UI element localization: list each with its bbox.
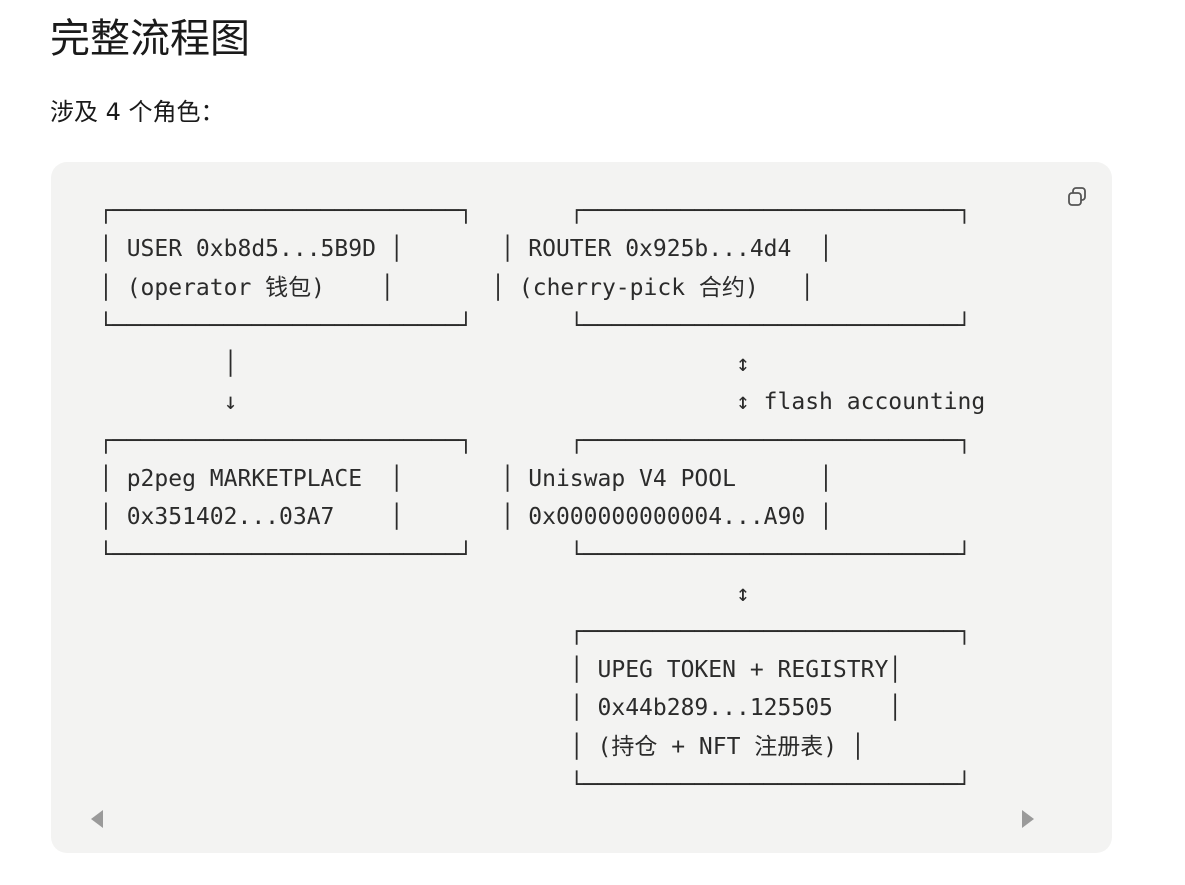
triangle-right-icon: [1022, 810, 1034, 828]
code-scroll-area[interactable]: ┌─────────────────────────┐ ┌───────────…: [51, 162, 1112, 802]
code-line: ↕: [99, 580, 750, 607]
intro-text: 涉及 4 个角色：: [50, 98, 225, 126]
code-line: │ (持仓 + NFT 注册表) │: [99, 733, 865, 760]
scroll-right-button[interactable]: [1016, 807, 1040, 831]
code-line: ┌─────────────────────────┐ ┌───────────…: [99, 198, 972, 224]
code-line: │ ↕: [99, 351, 750, 377]
code-line: ┌───────────────────────────┐: [99, 618, 972, 645]
scroll-left-button[interactable]: [85, 807, 109, 831]
page-title: 完整流程图: [50, 16, 250, 62]
code-line: │ UPEG TOKEN + REGISTRY│: [99, 657, 903, 683]
code-line: │ (operator 钱包) │ │ (cherry-pick 合约) │: [99, 274, 815, 301]
code-line: ↓ ↕ flash accounting: [99, 389, 986, 416]
code-line: └─────────────────────────┘ └───────────…: [99, 542, 972, 569]
code-line: │ 0x351402...03A7 │ │ 0x000000000004...A…: [99, 504, 833, 530]
copy-icon: [1068, 187, 1086, 206]
flow-diagram-text: ┌─────────────────────────┐ ┌───────────…: [99, 192, 985, 802]
code-line: │ p2peg MARKETPLACE │ │ Uniswap V4 POOL …: [99, 465, 833, 492]
copy-button[interactable]: [1064, 184, 1090, 210]
code-line: │ USER 0xb8d5...5B9D │ │ ROUTER 0x925b..…: [99, 236, 833, 263]
code-line: │ 0x44b289...125505 │: [99, 695, 903, 722]
code-line: └───────────────────────────┘: [99, 771, 972, 798]
code-line: └─────────────────────────┘ └───────────…: [99, 312, 972, 339]
code-line: ┌─────────────────────────┐ ┌───────────…: [99, 427, 972, 454]
triangle-left-icon: [91, 810, 103, 828]
code-block: ┌─────────────────────────┐ ┌───────────…: [51, 162, 1112, 853]
